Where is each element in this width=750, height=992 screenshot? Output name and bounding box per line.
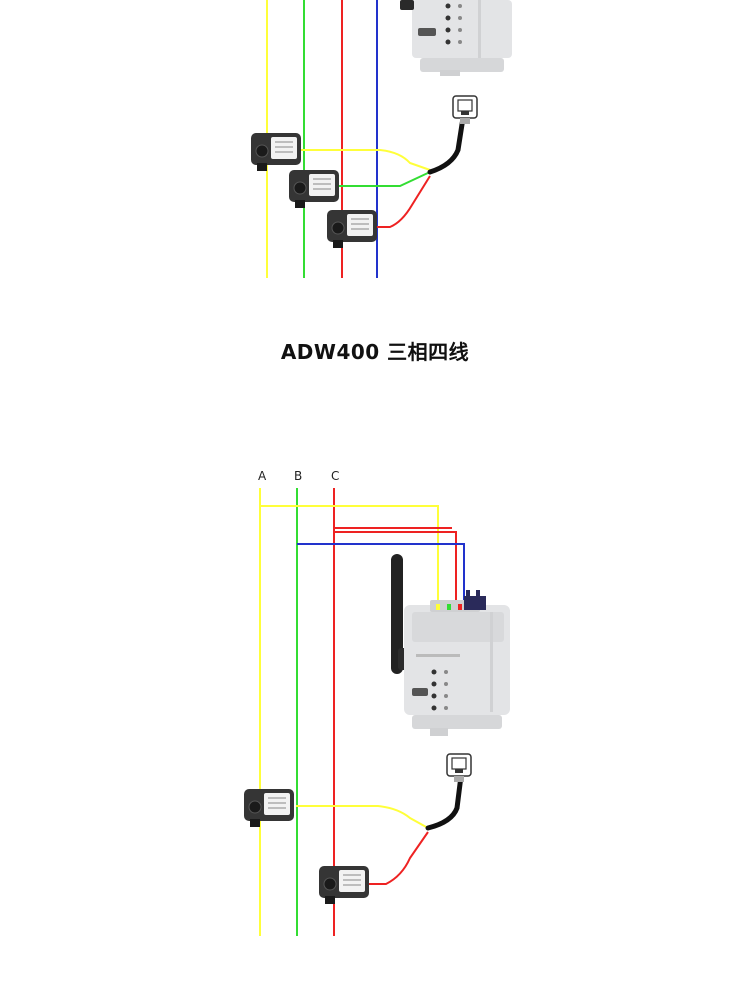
- current-transformer-icon: [250, 132, 302, 172]
- phase-label-a: A: [258, 469, 267, 483]
- current-transformer-icon: [288, 169, 340, 209]
- rj45-connector-icon: [446, 753, 472, 783]
- top-diagram: [250, 0, 512, 278]
- bottom-diagram: A B C: [243, 469, 510, 936]
- phase-label-c: C: [331, 469, 339, 483]
- din-rail-meter-icon: [400, 0, 512, 76]
- ct-cable: [425, 773, 464, 831]
- diagram-caption: ADW400 三相四线: [280, 340, 470, 364]
- ct-cable: [427, 115, 466, 175]
- current-transformer-icon: [318, 865, 370, 905]
- din-rail-meter-icon: [404, 590, 510, 736]
- rj45-connector-icon: [452, 95, 478, 125]
- phase-label-b: B: [294, 469, 302, 483]
- current-transformer-icon: [326, 209, 378, 249]
- current-transformer-icon: [243, 788, 295, 828]
